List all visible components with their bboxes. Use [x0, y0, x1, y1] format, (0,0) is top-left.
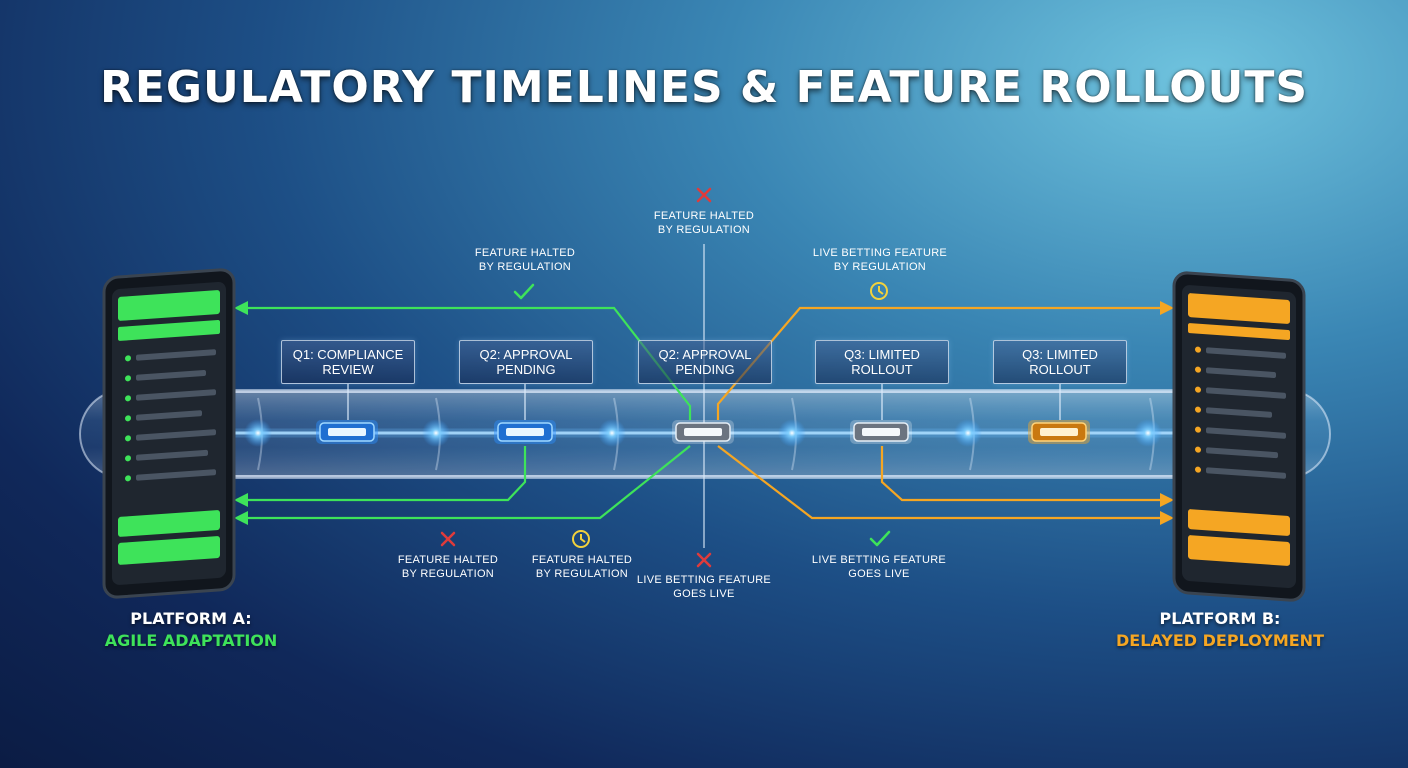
- stage-box: Q2: APPROVAL PENDING: [638, 340, 772, 384]
- platform-b-strategy: DELAYED DEPLOYMENT: [1116, 631, 1324, 650]
- capsule-nodes: [316, 420, 1090, 444]
- capsule-node-q3a: [850, 420, 912, 444]
- stage-connectors: [347, 384, 1061, 420]
- annotation-line: FEATURE HALTED: [474, 247, 576, 259]
- stage-label: ROLLOUT: [851, 362, 913, 377]
- platform-b-phone: [1172, 271, 1306, 602]
- annotation-line: BY REGULATION: [401, 567, 495, 580]
- platform-b-label: PLATFORM B: DELAYED DEPLOYMENT: [1100, 608, 1340, 652]
- capsule-node-q2a: [494, 420, 556, 444]
- platform-a-phone: [102, 268, 236, 599]
- check-icon: [513, 283, 535, 300]
- annotation: LIVE BETTING FEATURE GOES LIVE: [794, 554, 964, 581]
- stage-label: Q2: APPROVAL: [479, 347, 573, 362]
- stage-label: PENDING: [496, 362, 556, 377]
- annotation-line: LIVE BETTING FEATURE: [636, 574, 772, 586]
- stage-box: Q1: COMPLIANCE REVIEW: [281, 340, 415, 384]
- stage-label: Q1: COMPLIANCE: [292, 347, 404, 362]
- stage-label: Q3: LIMITED: [844, 347, 920, 362]
- check-icon: [869, 530, 891, 547]
- annotation-line: FEATURE HALTED: [531, 554, 633, 566]
- platform-a-arrowheads: [234, 301, 248, 525]
- clock-icon: [870, 282, 888, 300]
- annotation-line: BY REGULATION: [535, 567, 629, 580]
- annotation: LIVE BETTING FEATURE BY REGULATION: [795, 247, 965, 274]
- stage-label: Q2: APPROVAL: [658, 347, 752, 362]
- annotation-line: FEATURE HALTED: [653, 210, 755, 222]
- stage-box: Q2: APPROVAL PENDING: [459, 340, 593, 384]
- stage-label: PENDING: [675, 362, 735, 377]
- cross-icon: [696, 187, 712, 203]
- page-title: REGULATORY TIMELINES & FEATURE ROLLOUTS: [99, 62, 1309, 113]
- platform-a-name: PLATFORM A:: [130, 609, 252, 628]
- stage-label: REVIEW: [322, 362, 374, 377]
- capsule-node-q3b: [1028, 420, 1090, 444]
- annotation-line: GOES LIVE: [673, 587, 735, 600]
- rail-sparkles: [244, 419, 1162, 447]
- annotation-line: LIVE BETTING FEATURE: [811, 554, 947, 566]
- capsule-node-q2b: [672, 420, 734, 444]
- capsule-node-q1: [316, 420, 378, 444]
- platform-b-name: PLATFORM B:: [1159, 609, 1281, 628]
- annotation-line: FEATURE HALTED: [397, 554, 499, 566]
- cross-icon: [696, 552, 712, 568]
- annotation-line: BY REGULATION: [833, 260, 927, 273]
- stage-box: Q3: LIMITED ROLLOUT: [815, 340, 949, 384]
- clock-icon: [572, 530, 590, 548]
- annotation: FEATURE HALTED BY REGULATION: [440, 247, 610, 274]
- platform-b-arrowheads: [1160, 301, 1174, 525]
- stage-label: ROLLOUT: [1029, 362, 1091, 377]
- annotation: FEATURE HALTED BY REGULATION: [619, 210, 789, 237]
- annotation-line: GOES LIVE: [848, 567, 910, 580]
- platform-a-label: PLATFORM A: AGILE ADAPTATION: [96, 608, 286, 652]
- annotation: FEATURE HALTED BY REGULATION: [363, 554, 533, 581]
- annotation-line: LIVE BETTING FEATURE: [812, 247, 948, 259]
- annotation-line: BY REGULATION: [478, 260, 572, 273]
- annotation: FEATURE HALTED BY REGULATION: [497, 554, 667, 581]
- annotation: LIVE BETTING FEATURE GOES LIVE: [619, 574, 789, 601]
- annotation-line: BY REGULATION: [657, 223, 751, 236]
- stage-label: Q3: LIMITED: [1022, 347, 1098, 362]
- cross-icon: [440, 531, 456, 547]
- platform-a-strategy: AGILE ADAPTATION: [104, 631, 278, 650]
- stage-box: Q3: LIMITED ROLLOUT: [993, 340, 1127, 384]
